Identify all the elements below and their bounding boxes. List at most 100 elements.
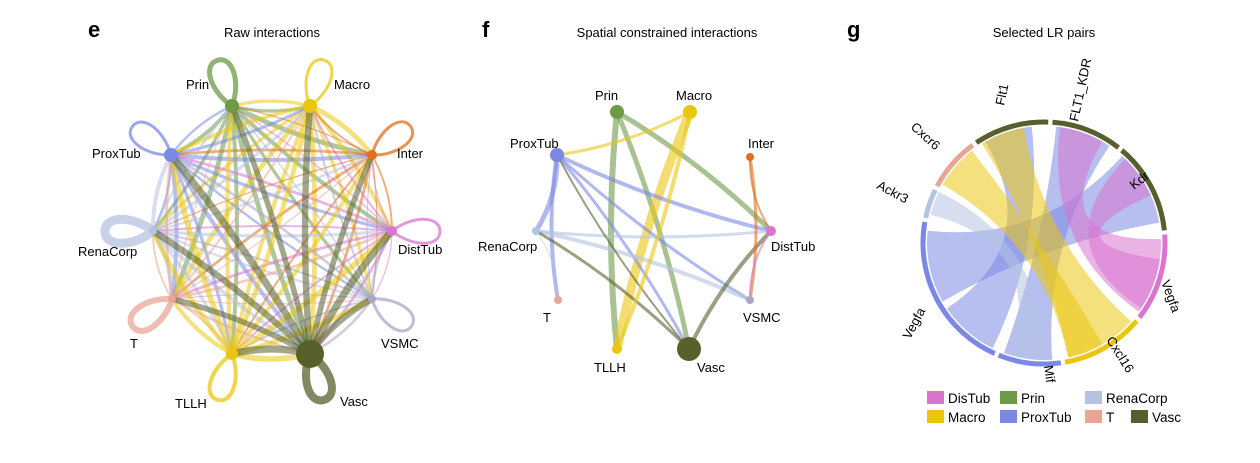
e-edge-disttub-macro: [309, 105, 393, 232]
f-node-vsmc: [746, 296, 754, 304]
e-edge-disttub-proxtub: [170, 153, 393, 233]
panel-e-nodes: [149, 99, 397, 368]
f-label-disttub: DistTub: [771, 239, 815, 254]
e-node-renacorp: [149, 227, 157, 235]
e-edge-renacorp-proxtub: [150, 154, 173, 232]
f-node-renacorp: [532, 227, 540, 235]
legend-swatch-prin: [1000, 391, 1017, 404]
g-chord-3: [981, 127, 1131, 358]
g-label-vegfa-left: Vegfa: [899, 304, 928, 341]
f-label-tllh: TLLH: [594, 360, 626, 375]
e-edge-t-proxtub: [165, 154, 174, 300]
panel-e-labels: Prin Macro ProxTub Inter RenaCorp DistTu…: [78, 77, 442, 411]
e-label-vasc: Vasc: [340, 394, 368, 409]
e-edge-proxtub-vsmc: [170, 154, 373, 301]
f-node-proxtub: [550, 148, 564, 162]
e-self-loop-prin: [207, 57, 239, 109]
f-edge-renacorp-t: [535, 230, 559, 301]
e-edge-tllh-renacorp: [150, 229, 234, 356]
g-chord-6: [1088, 158, 1160, 309]
legend-label-proxtub: ProxTub: [1021, 410, 1072, 425]
g-arc-flt1: [974, 119, 1049, 145]
panel-e: e Raw interactions Prin Macro ProxTub In…: [78, 17, 442, 411]
f-edge-renacorp-disttub: [535, 229, 772, 239]
e-self-loop-vasc: [302, 350, 336, 405]
g-arc-flt1-kdr: [1052, 119, 1121, 150]
g-arc-mif: [997, 352, 1062, 367]
e-edge-disttub-vsmc: [371, 230, 393, 300]
f-edge-tllh-macro: [615, 111, 692, 350]
e-node-proxtub: [164, 148, 178, 162]
e-self-loop-renacorp: [100, 214, 156, 248]
e-edge-vsmc-macro: [309, 105, 373, 300]
legend-swatch-vasc: [1131, 410, 1148, 423]
g-chord-7: [930, 191, 1044, 360]
panel-f-letter: f: [482, 17, 490, 42]
e-label-inter: Inter: [397, 146, 424, 161]
g-label-flt1-kdr: FLT1_KDR: [1066, 57, 1094, 123]
f-node-macro: [683, 105, 697, 119]
e-label-proxtub: ProxTub: [92, 146, 141, 161]
g-label-cxcl16: Cxcl16: [1103, 334, 1137, 376]
e-edge-t-renacorp: [151, 230, 173, 300]
g-label-cxcr6: Cxcr6: [908, 119, 943, 153]
f-node-disttub: [766, 226, 776, 236]
g-arc-vegfa-right: [1137, 234, 1168, 320]
panel-f-nodes: [532, 105, 776, 361]
f-edge-prin-disttub: [615, 109, 773, 233]
e-node-macro: [303, 99, 317, 113]
legend-label-macro: Macro: [948, 410, 986, 425]
e-self-loop-inter: [370, 120, 414, 157]
panel-g-outer-arcs: [920, 119, 1168, 367]
e-label-vsmc: VSMC: [381, 336, 419, 351]
e-label-tllh: TLLH: [175, 396, 207, 411]
f-label-proxtub: ProxTub: [510, 136, 559, 151]
g-label-flt1: Flt1: [992, 82, 1011, 106]
g-arc-kdr: [1120, 148, 1167, 231]
f-edge-vasc-proxtub: [556, 154, 690, 350]
panel-e-self-loops: [100, 57, 442, 405]
g-label-vegfa-right: Vegfa: [1158, 278, 1184, 315]
e-label-disttub: DistTub: [398, 242, 442, 257]
e-edge-t-macro: [171, 105, 311, 300]
legend-label-vasc: Vasc: [1152, 410, 1181, 425]
e-edge-vasc-renacorp: [151, 228, 313, 357]
panel-f-title: Spatial constrained interactions: [577, 25, 758, 40]
e-edge-disttub-prin: [231, 105, 393, 232]
e-edge-vasc-macro: [301, 105, 314, 355]
e-edge-macro-inter: [309, 103, 374, 157]
e-edge-proxtub-inter: [170, 153, 373, 162]
e-node-prin: [225, 99, 239, 113]
f-node-t: [554, 296, 562, 304]
e-node-disttub: [387, 226, 397, 236]
legend-label-disttub: DisTub: [948, 391, 990, 406]
e-edge-inter-disttub: [371, 154, 393, 232]
e-node-vasc: [296, 340, 324, 368]
e-label-macro: Macro: [334, 77, 370, 92]
g-label-mif: Mif: [1041, 364, 1058, 384]
legend-label-renacorp: RenaCorp: [1106, 391, 1168, 406]
f-edge-proxtub-vsmc: [555, 153, 751, 302]
panel-g-chords: [927, 126, 1161, 361]
e-edge-vsmc-inter: [366, 154, 373, 300]
legend-label-prin: Prin: [1021, 391, 1045, 406]
f-edge-proxtub-disttub: [556, 153, 772, 233]
panel-f-edges: [533, 109, 773, 351]
e-node-vsmc: [368, 295, 376, 303]
panel-f: f Spatial constrained interactions Prin …: [478, 17, 815, 375]
g-arc-cxcl16: [1064, 319, 1139, 365]
e-edge-vasc-proxtub: [168, 152, 314, 356]
f-label-macro: Macro: [676, 88, 712, 103]
f-node-tllh: [612, 344, 622, 354]
f-label-prin: Prin: [595, 88, 618, 103]
e-edge-disttub-t: [171, 229, 393, 301]
e-node-inter: [367, 150, 377, 160]
f-edge-disttub-vsmc: [748, 230, 772, 301]
e-edge-vasc-prin: [229, 104, 313, 355]
g-arc-cxcr6: [934, 143, 975, 188]
g-arc-ackr3: [923, 188, 938, 219]
legend-swatch-renacorp: [1085, 391, 1102, 404]
f-edge-macro-tllh: [612, 110, 695, 350]
f-label-t: T: [543, 310, 551, 325]
f-label-vasc: Vasc: [697, 360, 725, 375]
